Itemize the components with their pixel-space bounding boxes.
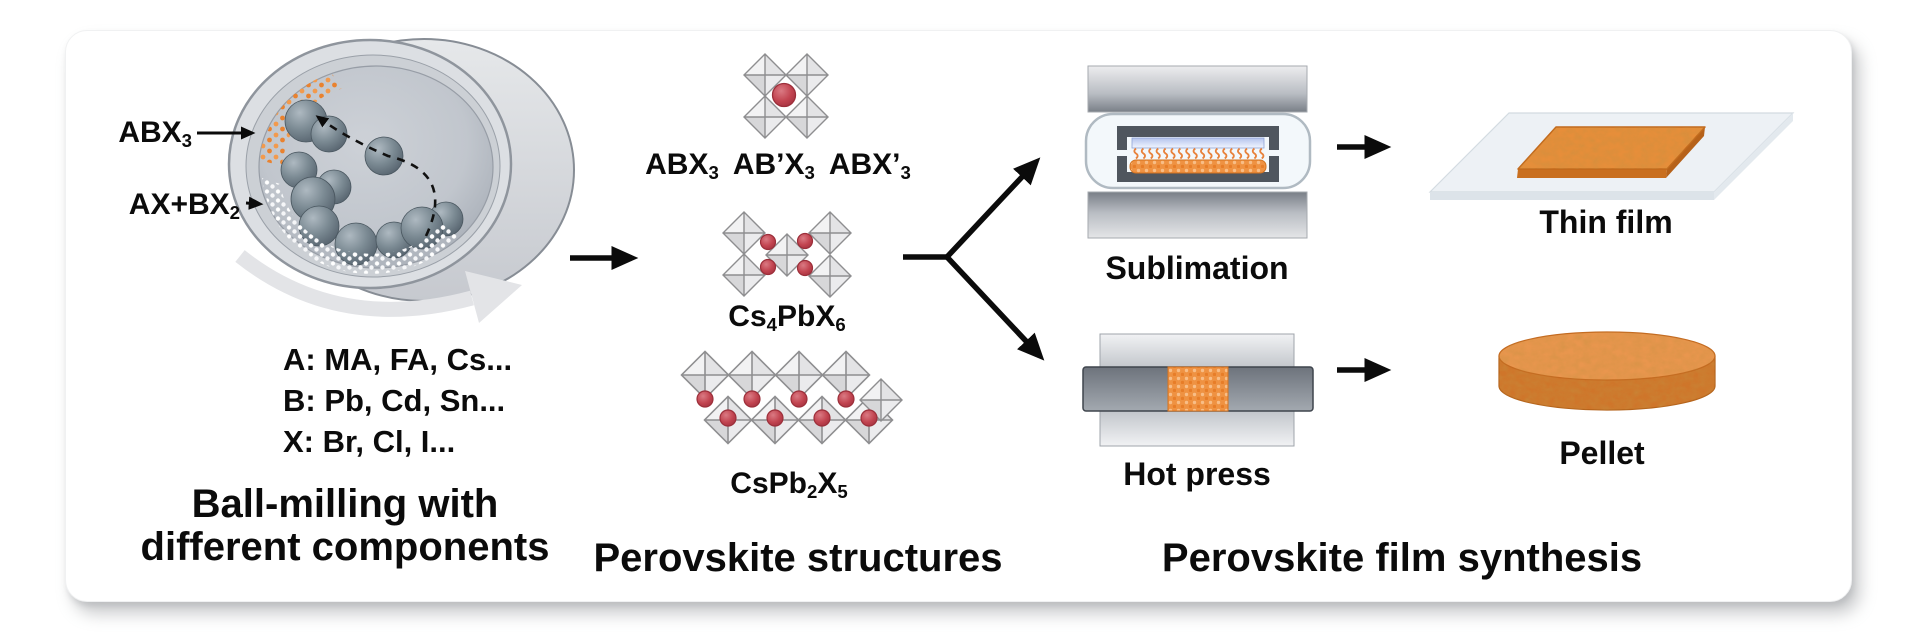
- press-top-ram: [1099, 333, 1295, 369]
- fork-arrow: [903, 157, 1045, 361]
- pressed-powder: [1167, 366, 1229, 412]
- thin-film-illustration: [1428, 112, 1795, 200]
- label-sublimation: Sublimation: [1105, 250, 1289, 286]
- component-a: A: MA, FA, Cs...: [283, 342, 513, 377]
- component-legend: A: MA, FA, Cs... B: Pb, Cd, Sn... X: Br,…: [283, 339, 512, 462]
- label-thin-film: Thin film: [1539, 204, 1673, 240]
- white-powder: [262, 178, 458, 274]
- label-hot-press: Hot press: [1123, 456, 1271, 492]
- mill-pointer-label-abx3: ABX3: [118, 116, 192, 152]
- source-powder: [1129, 159, 1267, 174]
- formula-abx3: ABX3: [645, 148, 719, 184]
- pellet-illustration: [1498, 331, 1716, 411]
- hot-press-illustration: [1082, 333, 1314, 447]
- perovskite-structure-cspb2x5: [680, 350, 903, 445]
- perovskite-structure-cs4pbx6: [722, 211, 852, 298]
- rotation-arrow-icon: [235, 250, 522, 323]
- formula-abx-prime-3: ABX’3: [828, 148, 911, 184]
- orange-powder: [259, 73, 344, 166]
- perovskite-structure-abx3: [743, 53, 829, 139]
- trajectory-arrow: [315, 115, 437, 237]
- formula-cspb2x5: CsPb2X5: [730, 467, 848, 503]
- ball-mill-illustration: [197, 38, 575, 323]
- formula-cs4pbx6: Cs4PbX6: [728, 300, 846, 336]
- film-slab: [1517, 126, 1706, 178]
- pellet-top: [1498, 331, 1716, 381]
- mill-pointer-label-axbx2: AX+BX2: [128, 188, 240, 224]
- pointer-arrow-axbx2: [245, 196, 264, 210]
- formula-ab-prime-x3: AB’X3: [732, 148, 815, 184]
- caption-perovskite-structures: Perovskite structures: [593, 536, 1003, 580]
- structure-formula-row: ABX3 AB’X3 ABX’3: [645, 148, 911, 184]
- component-x: X: Br, Cl, I...: [283, 424, 456, 459]
- milling-balls: [280, 99, 464, 266]
- caption-ball-milling: Ball-milling with different components: [140, 482, 550, 570]
- substrate-glass: [1131, 137, 1265, 149]
- press-bottom-ram: [1099, 410, 1295, 447]
- label-pellet: Pellet: [1559, 435, 1645, 471]
- sublimation-furnace-illustration: [1084, 65, 1312, 239]
- caption-film-synthesis: Perovskite film synthesis: [1161, 536, 1643, 580]
- furnace-top-heater: [1087, 65, 1308, 113]
- component-b: B: Pb, Cd, Sn...: [283, 383, 506, 418]
- furnace-bottom-heater: [1087, 191, 1308, 239]
- crucible: [1117, 126, 1279, 182]
